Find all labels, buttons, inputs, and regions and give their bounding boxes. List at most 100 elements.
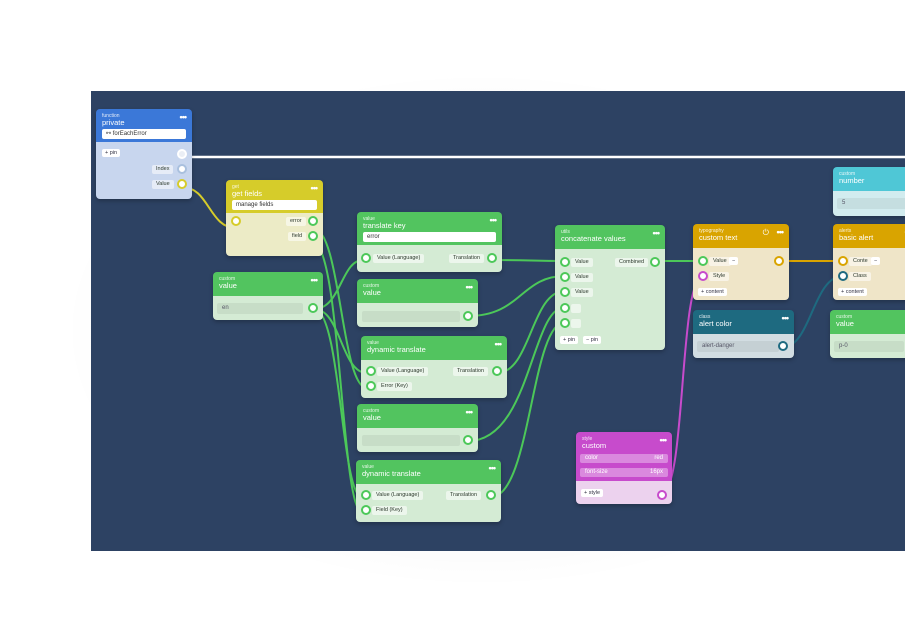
input-empty-label-4 — [571, 304, 581, 313]
class-out-socket[interactable] — [778, 341, 788, 351]
node-menu-icon[interactable]: ••• — [659, 435, 668, 445]
language-in-socket[interactable] — [366, 366, 376, 376]
node-menu-icon[interactable]: ••• — [179, 112, 188, 122]
node-body: Value Combined Value Value + pin − pin — [555, 249, 665, 350]
value-field[interactable]: en — [217, 303, 303, 314]
class-in-socket[interactable] — [838, 271, 848, 281]
value-field[interactable] — [362, 435, 460, 446]
output-translation-label: Translation — [449, 254, 485, 263]
node-category: custom — [363, 408, 380, 414]
add-pin-button[interactable]: + pin — [560, 336, 579, 344]
value-in-socket-2[interactable] — [560, 272, 570, 282]
style-in-socket[interactable] — [698, 271, 708, 281]
remove-input-button[interactable]: − — [729, 257, 739, 265]
output-translation-label: Translation — [453, 367, 489, 376]
node-header: value dynamic translate ••• — [356, 460, 501, 484]
node-category: custom — [839, 171, 856, 177]
node-category: value — [362, 464, 374, 470]
field-out-socket[interactable] — [308, 231, 318, 241]
node-body: Value − Style + content — [693, 248, 789, 300]
value-in-socket-3[interactable] — [560, 287, 570, 297]
node-title: custom text — [699, 233, 738, 242]
node-category: custom — [363, 283, 380, 289]
node-custom-text[interactable]: typography custom text ⏻ ••• Value − Sty… — [693, 224, 789, 300]
add-content-button[interactable]: + content — [838, 288, 867, 296]
node-category: custom — [836, 314, 853, 320]
node-category: style — [582, 436, 593, 442]
index-out-socket[interactable] — [177, 164, 187, 174]
node-custom-value-p0[interactable]: custom value p-0 — [830, 310, 905, 358]
node-style-custom[interactable]: style custom ••• color red font-size 16p… — [576, 432, 672, 504]
value-out-socket[interactable] — [463, 435, 473, 445]
translate-key-field[interactable]: error — [363, 232, 496, 242]
node-concatenate-values[interactable]: utils concatenate values ••• Value Combi… — [555, 225, 665, 350]
node-dynamic-translate-2[interactable]: value dynamic translate ••• Value (Langu… — [356, 460, 501, 522]
text-out-socket[interactable] — [774, 256, 784, 266]
node-category: custom — [219, 276, 236, 282]
error-out-socket[interactable] — [308, 216, 318, 226]
value-in-socket-5[interactable] — [560, 318, 570, 328]
node-translate-key[interactable]: value translate key ••• error Value (Lan… — [357, 212, 502, 272]
node-dynamic-translate-1[interactable]: value dynamic translate ••• Value (Langu… — [361, 336, 507, 398]
content-in-socket[interactable] — [838, 256, 848, 266]
value-in-socket[interactable] — [698, 256, 708, 266]
input-language-label: Value (Language) — [373, 254, 425, 263]
get-fields-field[interactable]: manage fields — [232, 200, 317, 210]
value-field[interactable] — [362, 311, 460, 322]
class-field[interactable]: alert-danger — [697, 341, 779, 352]
add-style-button[interactable]: + style — [581, 489, 604, 497]
node-alert-color[interactable]: class alert color ••• alert-danger — [693, 310, 794, 358]
node-title: private — [102, 118, 125, 127]
style-prop-color[interactable]: color red — [580, 454, 668, 463]
exec-out-socket[interactable] — [177, 149, 187, 159]
node-menu-icon[interactable]: ••• — [494, 339, 503, 349]
value-field[interactable]: p-0 — [834, 341, 904, 352]
remove-input-button[interactable]: − — [871, 257, 881, 265]
node-menu-icon[interactable]: ••• — [652, 228, 661, 238]
add-pin-button[interactable]: + pin — [102, 149, 121, 157]
node-category: alerts — [839, 228, 852, 234]
translation-out-socket[interactable] — [487, 253, 497, 263]
node-custom-value-3[interactable]: custom value ••• — [357, 404, 478, 452]
add-pin-label: pin — [567, 337, 576, 343]
value-out-socket[interactable] — [463, 311, 473, 321]
node-menu-icon[interactable]: ••• — [489, 215, 498, 225]
node-menu-icon[interactable]: ••• — [310, 183, 319, 193]
number-field[interactable]: 5 — [837, 198, 905, 209]
node-custom-value-en[interactable]: custom value ••• en — [213, 272, 323, 320]
value-out-socket[interactable] — [177, 179, 187, 189]
style-prop-font-size[interactable]: font-size 16px — [580, 468, 668, 477]
node-function-private[interactable]: function private ••• ⚯ forEachError + pi… — [96, 109, 192, 199]
translation-out-socket[interactable] — [492, 366, 502, 376]
translation-out-socket[interactable] — [486, 490, 496, 500]
node-menu-icon[interactable]: ••• — [488, 463, 497, 473]
style-out-socket[interactable] — [657, 490, 667, 500]
add-content-label: content — [845, 289, 864, 295]
node-title: number — [839, 176, 865, 185]
error-key-in-socket[interactable] — [366, 381, 376, 391]
node-basic-alert[interactable]: alerts basic alert ⏻ Conte − Class + con… — [833, 224, 905, 300]
value-in-socket-1[interactable] — [560, 257, 570, 267]
node-custom-value-2[interactable]: custom value ••• — [357, 279, 478, 327]
node-menu-icon[interactable]: ••• — [465, 407, 474, 417]
node-custom-number[interactable]: custom number 5 — [833, 167, 905, 216]
plug-icon[interactable]: ⏻ — [762, 228, 769, 237]
input-socket[interactable] — [231, 216, 241, 226]
combined-out-socket[interactable] — [650, 257, 660, 267]
function-name-field[interactable]: ⚯ forEachError — [102, 129, 186, 139]
value-in-socket-4[interactable] — [560, 303, 570, 313]
remove-pin-button[interactable]: − pin — [583, 336, 602, 344]
node-menu-icon[interactable]: ••• — [781, 313, 790, 323]
node-get-fields[interactable]: get get fields ••• manage fields error f… — [226, 180, 323, 256]
field-key-in-socket[interactable] — [361, 505, 371, 515]
node-menu-icon[interactable]: ••• — [310, 275, 319, 285]
node-menu-icon[interactable]: ••• — [465, 282, 474, 292]
add-content-button[interactable]: + content — [698, 288, 727, 296]
language-in-socket[interactable] — [361, 490, 371, 500]
node-editor-canvas[interactable]: function private ••• ⚯ forEachError + pi… — [91, 91, 905, 551]
value-out-socket[interactable] — [308, 303, 318, 313]
language-in-socket[interactable] — [361, 253, 371, 263]
node-category: class — [699, 314, 711, 320]
output-error-label: error — [286, 217, 306, 226]
node-menu-icon[interactable]: ••• — [776, 227, 785, 237]
